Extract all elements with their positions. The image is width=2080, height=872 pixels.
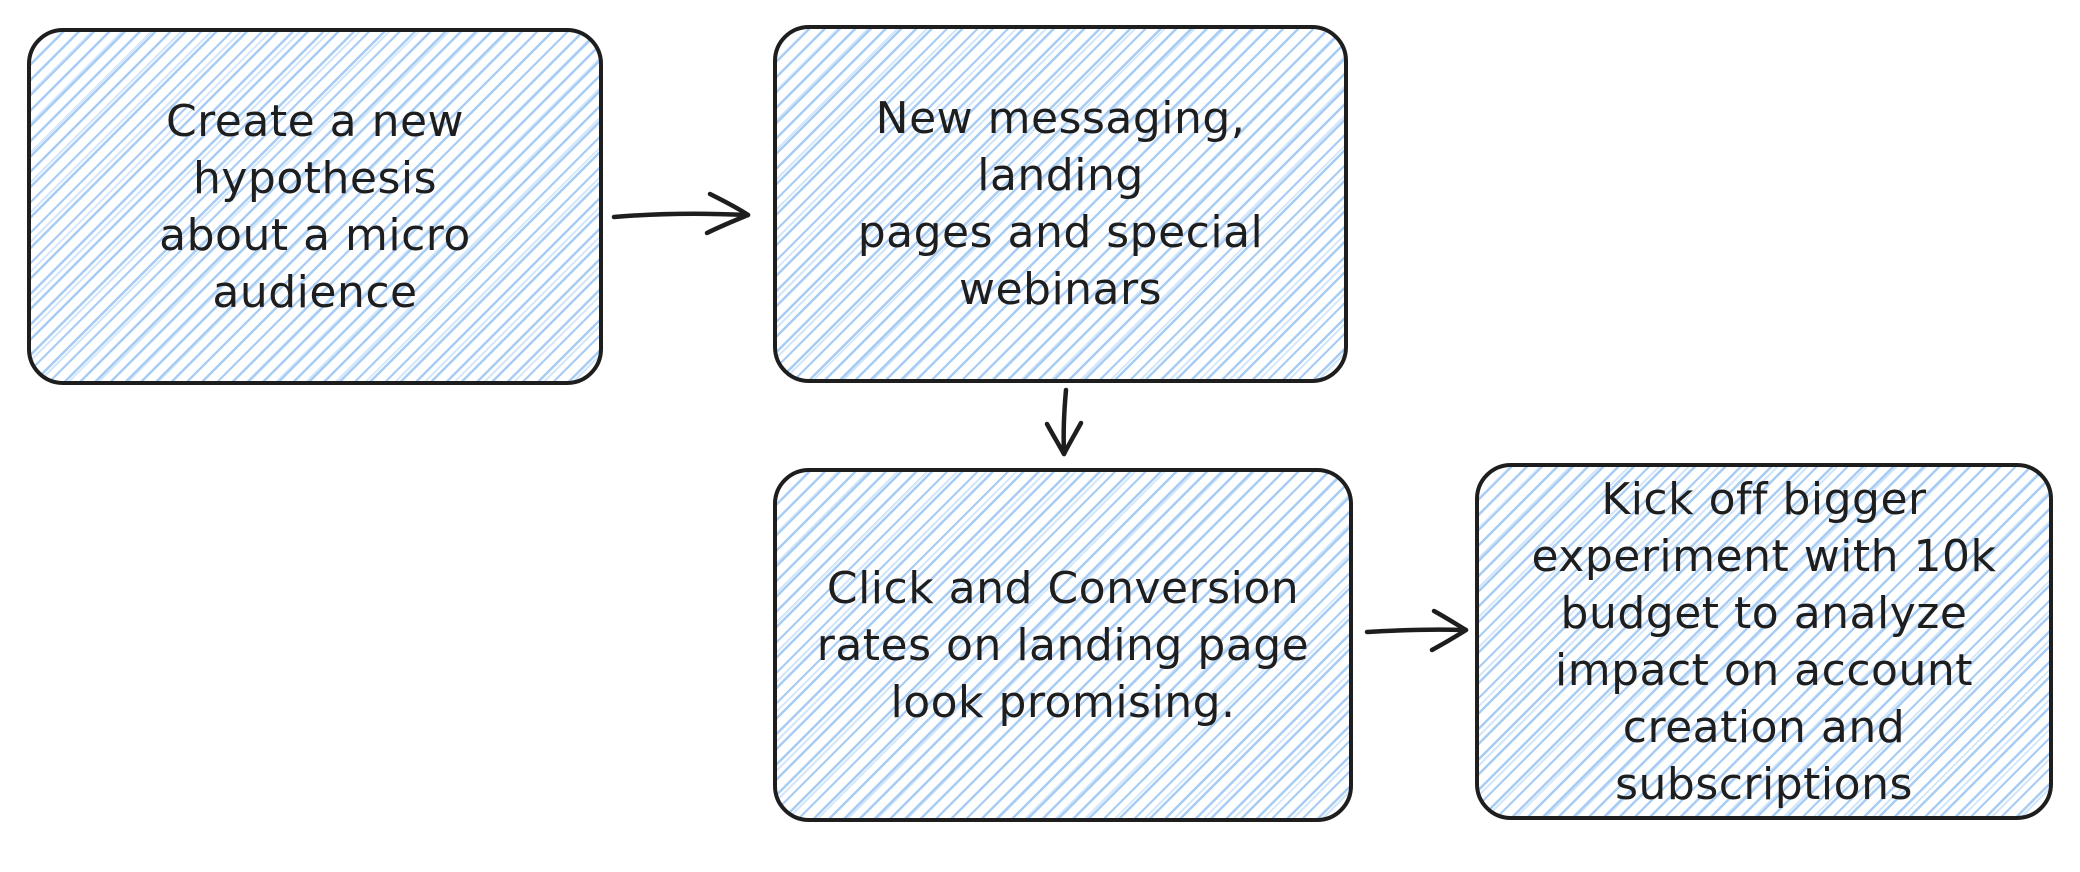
arrow-line (1364, 627, 1467, 635)
node-label: Kick off bigger experiment with 10k budg… (1531, 473, 1997, 810)
arrow-head (1061, 420, 1084, 457)
node-create-hypothesis[interactable]: Create a new hypothesis about a micro au… (27, 28, 603, 385)
node-kickoff-experiment[interactable]: Kick off bigger experiment with 10k budg… (1475, 463, 2053, 820)
node-new-messaging[interactable]: New messaging, landing pages and special… (773, 25, 1348, 383)
arrow-line (611, 211, 750, 220)
arrow-head (704, 212, 751, 236)
node-label: Click and Conversion rates on landing pa… (816, 562, 1310, 728)
node-conversion-rates[interactable]: Click and Conversion rates on landing pa… (773, 468, 1353, 822)
arrow-line (1061, 387, 1069, 455)
node-label: New messaging, landing pages and special… (857, 93, 1264, 315)
arrow-messaging-to-conversion-icon[interactable] (1044, 387, 1084, 457)
arrow-conversion-to-experiment-icon[interactable] (1364, 608, 1469, 653)
node-label: Create a new hypothesis about a micro au… (159, 95, 471, 318)
arrow-head (1431, 608, 1469, 633)
arrow-head (707, 191, 751, 218)
arrow-head (1429, 627, 1469, 653)
arrow-head (1044, 421, 1067, 457)
arrow-hypothesis-to-messaging-icon[interactable] (611, 191, 751, 236)
